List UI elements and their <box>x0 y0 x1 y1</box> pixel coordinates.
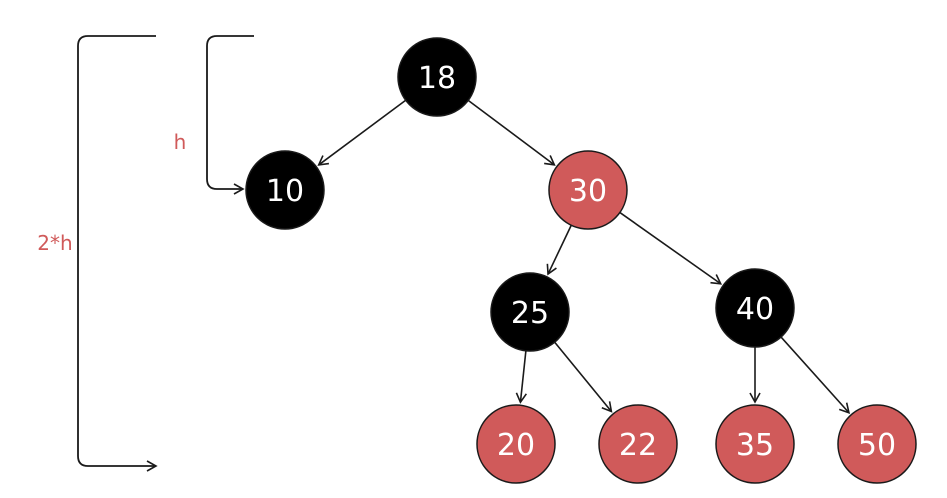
tree-node-25: 25 <box>490 272 570 352</box>
edge-25-to-22 <box>551 338 613 413</box>
node-circle <box>598 404 678 484</box>
edge-40-to-50 <box>777 333 851 414</box>
node-label: 30 <box>569 174 607 209</box>
tree-node-10: 10 <box>245 150 325 230</box>
node-circle <box>548 150 628 230</box>
large-height-label: 2*h <box>37 231 72 255</box>
small-height-bracket <box>206 35 254 195</box>
edge-30-to-25 <box>546 221 574 276</box>
tree-node-30: 30 <box>548 150 628 230</box>
tree-node-20: 20 <box>476 404 556 484</box>
tree-node-22: 22 <box>598 404 678 484</box>
small-height-label: h <box>174 130 187 154</box>
tree-edges <box>317 97 851 414</box>
node-circle <box>715 404 795 484</box>
node-label: 35 <box>736 428 774 463</box>
node-label: 22 <box>619 428 657 463</box>
tree-node-35: 35 <box>715 404 795 484</box>
node-circle <box>245 150 325 230</box>
node-circle <box>715 268 795 348</box>
node-label: 18 <box>418 61 456 96</box>
tree-nodes: 18 10 30 25 40 20 22 35 50 <box>245 37 917 484</box>
node-circle <box>476 404 556 484</box>
node-label: 25 <box>511 296 549 331</box>
node-label: 20 <box>497 428 535 463</box>
edge-18-to-10 <box>317 97 410 166</box>
node-label: 40 <box>736 292 774 327</box>
node-circle <box>490 272 570 352</box>
node-circle <box>397 37 477 117</box>
node-label: 10 <box>266 174 304 209</box>
edge-18-to-30 <box>464 97 556 166</box>
edge-30-to-40 <box>616 209 723 285</box>
edge-25-to-20 <box>515 346 528 404</box>
tree-node-18: 18 <box>397 37 477 117</box>
node-circle <box>837 404 917 484</box>
large-height-bracket <box>77 35 158 472</box>
tree-node-50: 50 <box>837 404 917 484</box>
tree-node-40: 40 <box>715 268 795 348</box>
node-label: 50 <box>858 428 896 463</box>
